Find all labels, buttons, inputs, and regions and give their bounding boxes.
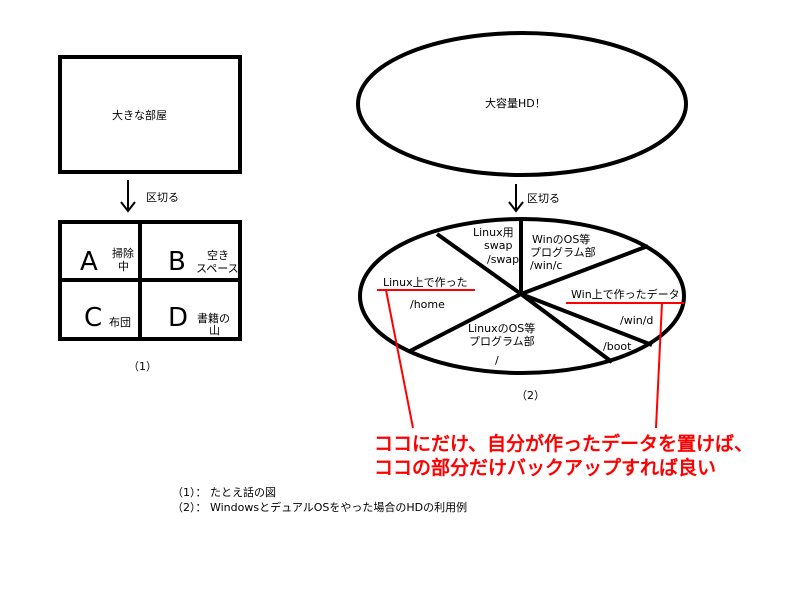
linux-os-line3: / bbox=[495, 354, 499, 367]
linux-os-line1: LinuxのOS等 bbox=[468, 321, 535, 335]
caption-1: （1） bbox=[128, 360, 157, 373]
cell-b-line2: スペース bbox=[196, 262, 239, 275]
hd-ellipse bbox=[356, 31, 688, 177]
linux-os-line2: プログラム部 bbox=[469, 334, 535, 348]
arrow-down-icon bbox=[508, 184, 524, 213]
boot-label: /boot bbox=[603, 340, 632, 353]
partitioned-hd-pie bbox=[358, 217, 686, 375]
divide-label-left: 区切る bbox=[146, 191, 179, 204]
win-os-line2: プログラム部 bbox=[530, 245, 596, 259]
highlight-lines bbox=[377, 289, 684, 429]
caption-2: （2） bbox=[516, 389, 545, 402]
cell-b-line1: 空き bbox=[207, 248, 229, 262]
hd-label: 大容量HD！ bbox=[485, 96, 546, 110]
divided-room-grid bbox=[58, 220, 242, 341]
cell-c-line1: 布団 bbox=[109, 316, 131, 329]
big-room-label: 大きな部屋 bbox=[112, 108, 167, 122]
win-os-line1: WinのOS等 bbox=[532, 232, 590, 246]
cell-a-line2: 中 bbox=[118, 260, 129, 273]
legend-2: （2）： WindowsとデュアルOSをやった場合のHDの利用例 bbox=[172, 500, 467, 514]
win-data-line2: /win/d bbox=[620, 314, 653, 327]
legend-1: （1）： たとえ話の図 bbox=[172, 485, 276, 499]
home-line2: /home bbox=[410, 298, 445, 311]
swap-line3: /swap bbox=[487, 253, 519, 266]
swap-line2: swap bbox=[484, 239, 512, 252]
win-os-line3: /win/c bbox=[530, 259, 562, 272]
cell-a-letter: A bbox=[80, 247, 98, 277]
arrow-down-icon bbox=[120, 180, 136, 213]
home-line1: Linux上で作った bbox=[383, 276, 468, 289]
cell-d-line1: 書籍の bbox=[197, 311, 230, 325]
note-line1: ココにだけ、自分が作ったデータを置けば、 bbox=[374, 432, 753, 455]
cell-a-line1: 掃除 bbox=[112, 246, 134, 260]
cell-d-line2: 山 bbox=[209, 324, 220, 337]
note-line2: ココの部分だけバックアップすれば良い bbox=[374, 456, 716, 479]
win-data-line1: Win上で作ったデータ bbox=[571, 287, 680, 301]
big-room-box bbox=[58, 55, 242, 174]
divide-label-right: 区切る bbox=[527, 192, 560, 205]
cell-b-letter: B bbox=[168, 247, 186, 277]
swap-line1: Linux用 bbox=[473, 226, 514, 239]
cell-c-letter: C bbox=[84, 303, 102, 333]
cell-d-letter: D bbox=[168, 303, 188, 333]
